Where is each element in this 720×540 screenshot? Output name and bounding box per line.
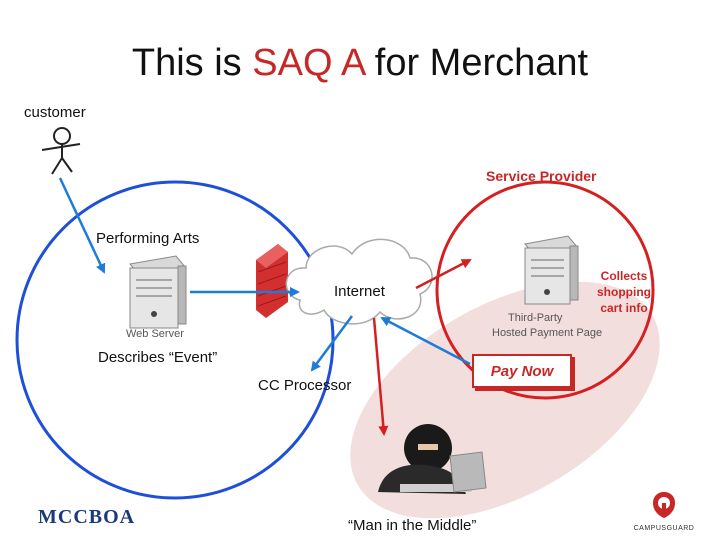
arrow-internet-to-cc-processor [310, 315, 354, 372]
collects-line-1: Collects [600, 269, 648, 283]
campusguard-logo: CAMPUSGUARD [624, 490, 704, 532]
internet-label: Internet [334, 283, 385, 300]
performing-arts-label: Performing Arts [96, 230, 200, 247]
service-provider-circle [435, 180, 655, 400]
man-in-the-middle-label: “Man in the Middle” [348, 517, 477, 534]
slide-title: This is SAQ A for Merchant [0, 42, 720, 85]
hacker-icon [378, 424, 487, 494]
collects-line-3: cart info [600, 301, 648, 315]
title-prefix: This is [131, 42, 253, 84]
describes-event-label: Describes “Event” [98, 349, 218, 366]
arrow-internet-to-service-provider [415, 258, 472, 290]
arrow-internet-to-man-in-middle [372, 317, 389, 436]
campusguard-shield-icon [653, 492, 675, 518]
campusguard-logo-text: CAMPUSGUARD [633, 525, 695, 532]
customer-label: customer [24, 104, 86, 121]
third-party-line-1: Third-Party [508, 312, 563, 324]
third-party-line-2: Hosted Payment Page [492, 327, 603, 339]
arrow-customer-to-webserver [58, 177, 106, 274]
web-server-icon [129, 255, 187, 329]
title-suffix: for Merchant [364, 42, 589, 84]
pay-now-button[interactable]: Pay Now [472, 354, 572, 388]
service-provider-label: Service Provider [486, 168, 597, 184]
collects-cart-info-label: Collects shopping cart info [592, 268, 656, 316]
collects-line-2: shopping [597, 285, 651, 299]
arrow-paynow-to-internet [380, 316, 471, 366]
internet-cloud-icon [285, 238, 433, 325]
firewall-icon [256, 244, 288, 318]
third-party-server-icon [524, 235, 579, 305]
cc-processor-label: CC Processor [258, 377, 352, 394]
web-server-label: Web Server [126, 328, 184, 340]
title-accent: SAQ A [252, 42, 365, 84]
customer-stick-figure-icon [41, 127, 81, 175]
mccboa-logo: MCCBOA [38, 506, 136, 528]
